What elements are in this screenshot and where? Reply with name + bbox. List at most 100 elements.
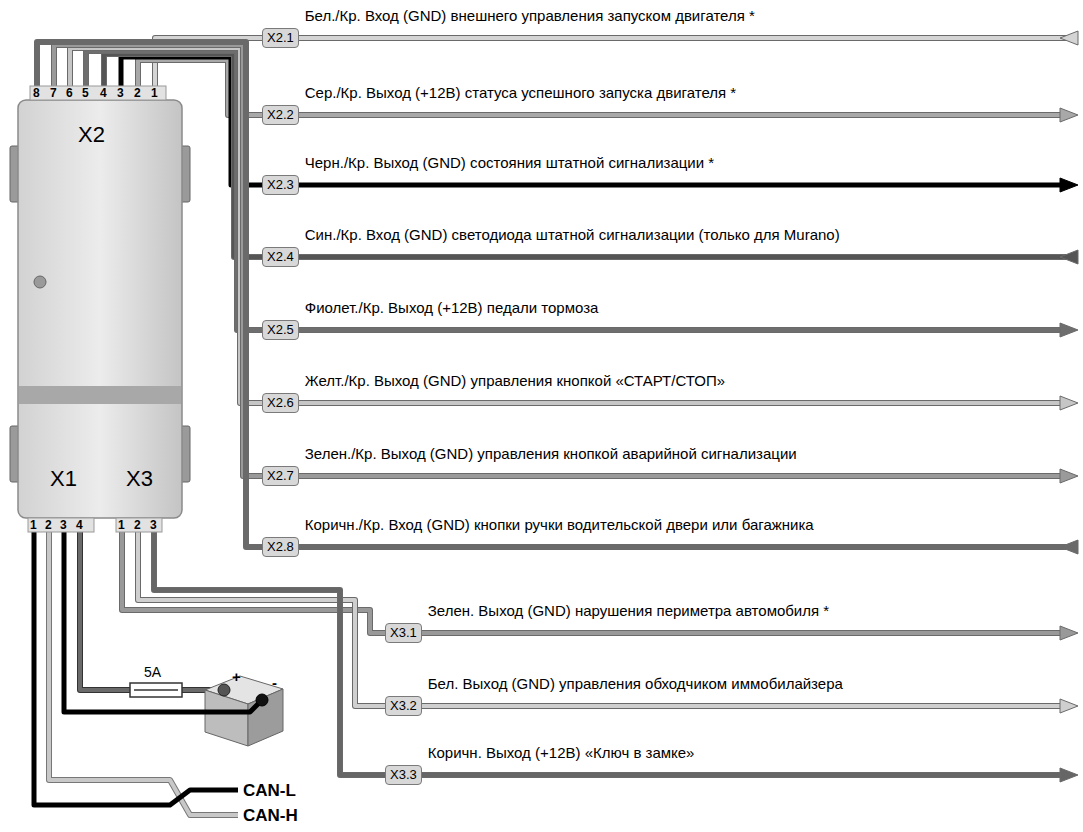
connector-name: X1: [50, 466, 77, 492]
signal-line-core: [422, 704, 1062, 708]
pin-number: 2: [134, 519, 141, 531]
pin-number: 3: [117, 87, 124, 99]
signal-line: [299, 403, 1062, 404]
signal-line-core: [299, 113, 1062, 117]
signal-line: [299, 547, 1066, 548]
signal-line-core: [299, 545, 1066, 549]
signal-line: [422, 633, 1062, 634]
wire-description: Бел. Выход (GND) управления обходчиком и…: [428, 675, 843, 692]
wire-connector-outline: [154, 532, 385, 775]
connector-name: X3: [126, 466, 153, 492]
pin-tag: X2.6: [262, 393, 299, 413]
pin-number: 7: [50, 87, 57, 99]
signal-line-core: [299, 474, 1062, 478]
bus-name: CAN-H: [243, 806, 298, 826]
polarity-mark: -: [272, 674, 277, 691]
battery-plus-terminal: [218, 684, 230, 696]
arrow-head: [1060, 540, 1078, 554]
signal-line-core: [299, 255, 1066, 259]
wire-connector-outline: [138, 532, 385, 706]
wire-description: Фиолет./Кр. Выход (+12В) педали тормоза: [305, 299, 599, 316]
signal-line: [299, 115, 1062, 116]
signal-line-outline: [422, 703, 1062, 709]
arrow-head: [1060, 768, 1078, 782]
signal-line-core: [299, 401, 1062, 405]
signal-line-core: [299, 183, 1062, 188]
signal-line: [422, 775, 1062, 776]
wire-connector-core: [154, 532, 385, 775]
pin-number: 4: [76, 519, 83, 531]
arrow-head: [1060, 31, 1078, 45]
pin-name: X2.8: [263, 538, 298, 556]
pin-number: 1: [30, 519, 37, 531]
battery-minus-terminal: [256, 694, 268, 706]
signal-line-outline: [299, 254, 1066, 260]
arrow-head: [1060, 699, 1078, 713]
signal-line-core: [299, 328, 1062, 332]
wire-description: Коричн./Кр. Вход (GND) кнопки ручки води…: [305, 516, 814, 533]
pin-name: X3.3: [386, 766, 421, 784]
pin-number: 5: [82, 87, 89, 99]
signal-line-outline: [422, 630, 1062, 636]
pin-number: 2: [134, 87, 141, 99]
pin-name: X2.3: [263, 176, 298, 194]
pin-tag: X2.3: [262, 175, 299, 195]
pin-number: 1: [151, 87, 158, 99]
pin-name: X3.2: [386, 697, 421, 715]
signal-line-outline: [299, 112, 1062, 118]
wire-description: Сер./Кр. Выход (+12В) статуса успешного …: [305, 84, 736, 101]
pin-name: X3.1: [386, 624, 421, 642]
wire-connector: [154, 532, 385, 775]
pin-tag: X3.1: [385, 623, 422, 643]
signal-line-outline: [299, 400, 1062, 406]
fuse-rating: 5A: [144, 664, 161, 680]
wire-description: Син./Кр. Вход (GND) светодиода штатной с…: [305, 226, 840, 243]
signal-line: [299, 257, 1066, 258]
signal-line: [299, 330, 1062, 331]
arrow-head: [1060, 178, 1078, 192]
wire-description: Бел./Кр. Вход (GND) внешнего управления …: [305, 7, 755, 24]
fuse: [130, 683, 182, 697]
signal-line-outline: [422, 772, 1062, 778]
signal-line-outline: [299, 473, 1062, 479]
arrow-head: [1060, 469, 1078, 483]
wire-description: Желт./Кр. Выход (GND) управления кнопкой…: [305, 372, 725, 389]
pin-tag: X2.5: [262, 320, 299, 340]
polarity-mark: +: [232, 668, 241, 685]
arrow-head: [1060, 626, 1078, 640]
arrow-head: [1060, 396, 1078, 410]
arrow-head: [1060, 108, 1078, 122]
connector-name: X2: [78, 122, 105, 148]
signal-line-core: [422, 773, 1062, 777]
pin-tag: X2.8: [262, 537, 299, 557]
signal-line: [299, 185, 1062, 186]
wire-connector: [138, 532, 385, 706]
pin-name: X2.7: [263, 467, 298, 485]
ground-wire: [64, 532, 262, 712]
pin-number: 6: [66, 87, 73, 99]
pin-tag: X2.2: [262, 105, 299, 125]
can-h-wire: [49, 532, 238, 815]
pin-number: 2: [45, 519, 52, 531]
arrow-head: [1060, 250, 1078, 264]
pin-name: X2.2: [263, 106, 298, 124]
signal-line-outline: [299, 544, 1066, 550]
pin-tag: X3.3: [385, 765, 422, 785]
wire-description: Зелен./Кр. Выход (GND) управления кнопко…: [305, 445, 797, 462]
signal-line: [422, 706, 1062, 707]
module-housing: [18, 86, 182, 532]
pin-name: X2.1: [263, 29, 298, 47]
wire-connector-core: [138, 532, 385, 706]
pin-number: 8: [33, 87, 40, 99]
control-module: X2X1 X3: [18, 86, 182, 532]
signal-line-outline: [299, 35, 1066, 41]
signal-line: [299, 476, 1062, 477]
pin-tag: X3.2: [385, 696, 422, 716]
signal-line-outline: [299, 327, 1062, 333]
signal-line: [299, 38, 1066, 39]
wire-description: Черн./Кр. Выход (GND) состояния штатной …: [305, 154, 714, 171]
arrow-head: [1060, 323, 1078, 337]
pin-number: 1: [118, 519, 125, 531]
signal-line-core: [422, 631, 1062, 635]
can-h-wire: [49, 532, 238, 815]
